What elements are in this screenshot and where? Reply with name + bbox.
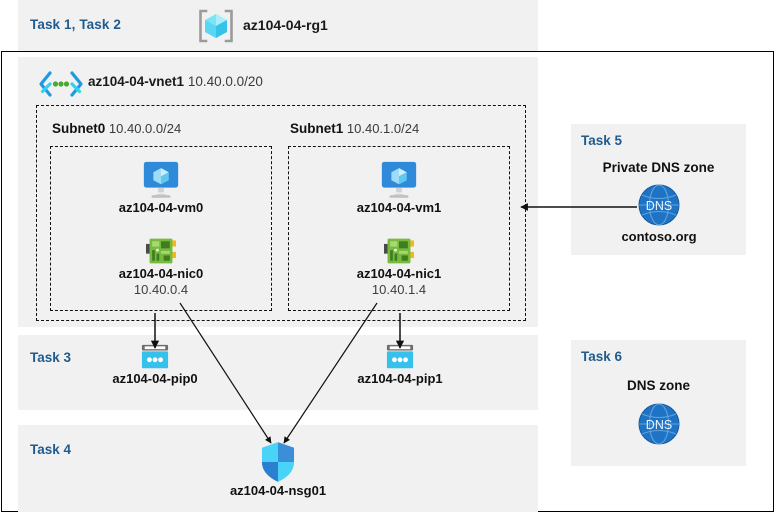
subnet0-name: Subnet0 xyxy=(52,121,106,136)
task6-label: Task 6 xyxy=(581,349,623,364)
private-dns-zone-name: contoso.org xyxy=(621,229,697,244)
task4-label: Task 4 xyxy=(30,442,72,457)
vnet-name: az104-04-vnet1 xyxy=(88,74,185,89)
subnet1-title: Subnet1 10.40.1.0/24 xyxy=(290,121,419,136)
resource-group-header-panel xyxy=(18,0,538,51)
nic1-ip: 10.40.1.4 xyxy=(371,282,427,297)
task5-label: Task 5 xyxy=(581,133,623,148)
pip1-label: az104-04-pip1 xyxy=(357,371,443,386)
subnet1-name: Subnet1 xyxy=(290,121,344,136)
subnet0-boundary xyxy=(50,146,272,311)
subnet1-boundary xyxy=(288,146,510,311)
nic0-label: az104-04-nic0 xyxy=(118,266,204,281)
virtual-network-title: az104-04-vnet1 10.40.0.0/20 xyxy=(88,74,263,89)
public-ip-address-icon xyxy=(100,343,210,371)
vm1-label: az104-04-vm1 xyxy=(356,200,442,215)
task6-heading: DNS zone xyxy=(626,378,690,393)
node-nsg01: az104-04-nsg01 xyxy=(223,441,333,499)
resource-group-icon xyxy=(197,8,235,44)
vnet-address-space: 10.40.0.0/20 xyxy=(187,74,263,89)
virtual-network-boundary xyxy=(36,105,526,321)
pip0-label: az104-04-pip0 xyxy=(112,371,198,386)
subnet1-prefix: 10.40.1.0/24 xyxy=(346,121,420,136)
task3-label: Task 3 xyxy=(30,350,72,365)
task6-panel xyxy=(571,340,746,466)
network-interface-icon xyxy=(339,236,459,266)
node-vm0: az104-04-vm0 xyxy=(101,160,221,216)
node-pip1: az104-04-pip1 xyxy=(345,343,455,387)
task3-panel xyxy=(18,335,538,410)
svg-text:DNS: DNS xyxy=(646,418,672,432)
dns-zone-icon: DNS xyxy=(604,402,714,446)
subnet0-title: Subnet0 10.40.0.0/24 xyxy=(52,121,181,136)
network-security-group-icon xyxy=(223,441,333,483)
resource-group-name: az104-04-rg1 xyxy=(243,17,328,33)
vm0-label: az104-04-vm0 xyxy=(118,200,204,215)
nic1-label: az104-04-nic1 xyxy=(356,266,442,281)
node-nic0: az104-04-nic0 10.40.0.4 xyxy=(101,236,221,298)
virtual-machine-icon xyxy=(101,160,221,200)
virtual-network-icon xyxy=(38,70,84,98)
public-ip-address-icon xyxy=(345,343,455,371)
dns-zone-icon: DNS xyxy=(604,183,714,227)
node-pip0: az104-04-pip0 xyxy=(100,343,210,387)
nic0-ip: 10.40.0.4 xyxy=(133,282,189,297)
virtual-machine-icon xyxy=(339,160,459,200)
node-vm1: az104-04-vm1 xyxy=(339,160,459,216)
svg-text:DNS: DNS xyxy=(646,199,672,213)
network-interface-icon xyxy=(101,236,221,266)
node-nic1: az104-04-nic1 10.40.1.4 xyxy=(339,236,459,298)
task5-heading: Private DNS zone xyxy=(602,160,715,175)
virtual-network-panel xyxy=(18,57,538,327)
subnet0-prefix: 10.40.0.0/24 xyxy=(108,121,182,136)
nsg01-label: az104-04-nsg01 xyxy=(229,483,327,498)
node-private-dns-zone: DNS contoso.org xyxy=(604,183,714,245)
header-task-label: Task 1, Task 2 xyxy=(30,17,121,32)
node-dns-zone: DNS xyxy=(604,402,714,446)
